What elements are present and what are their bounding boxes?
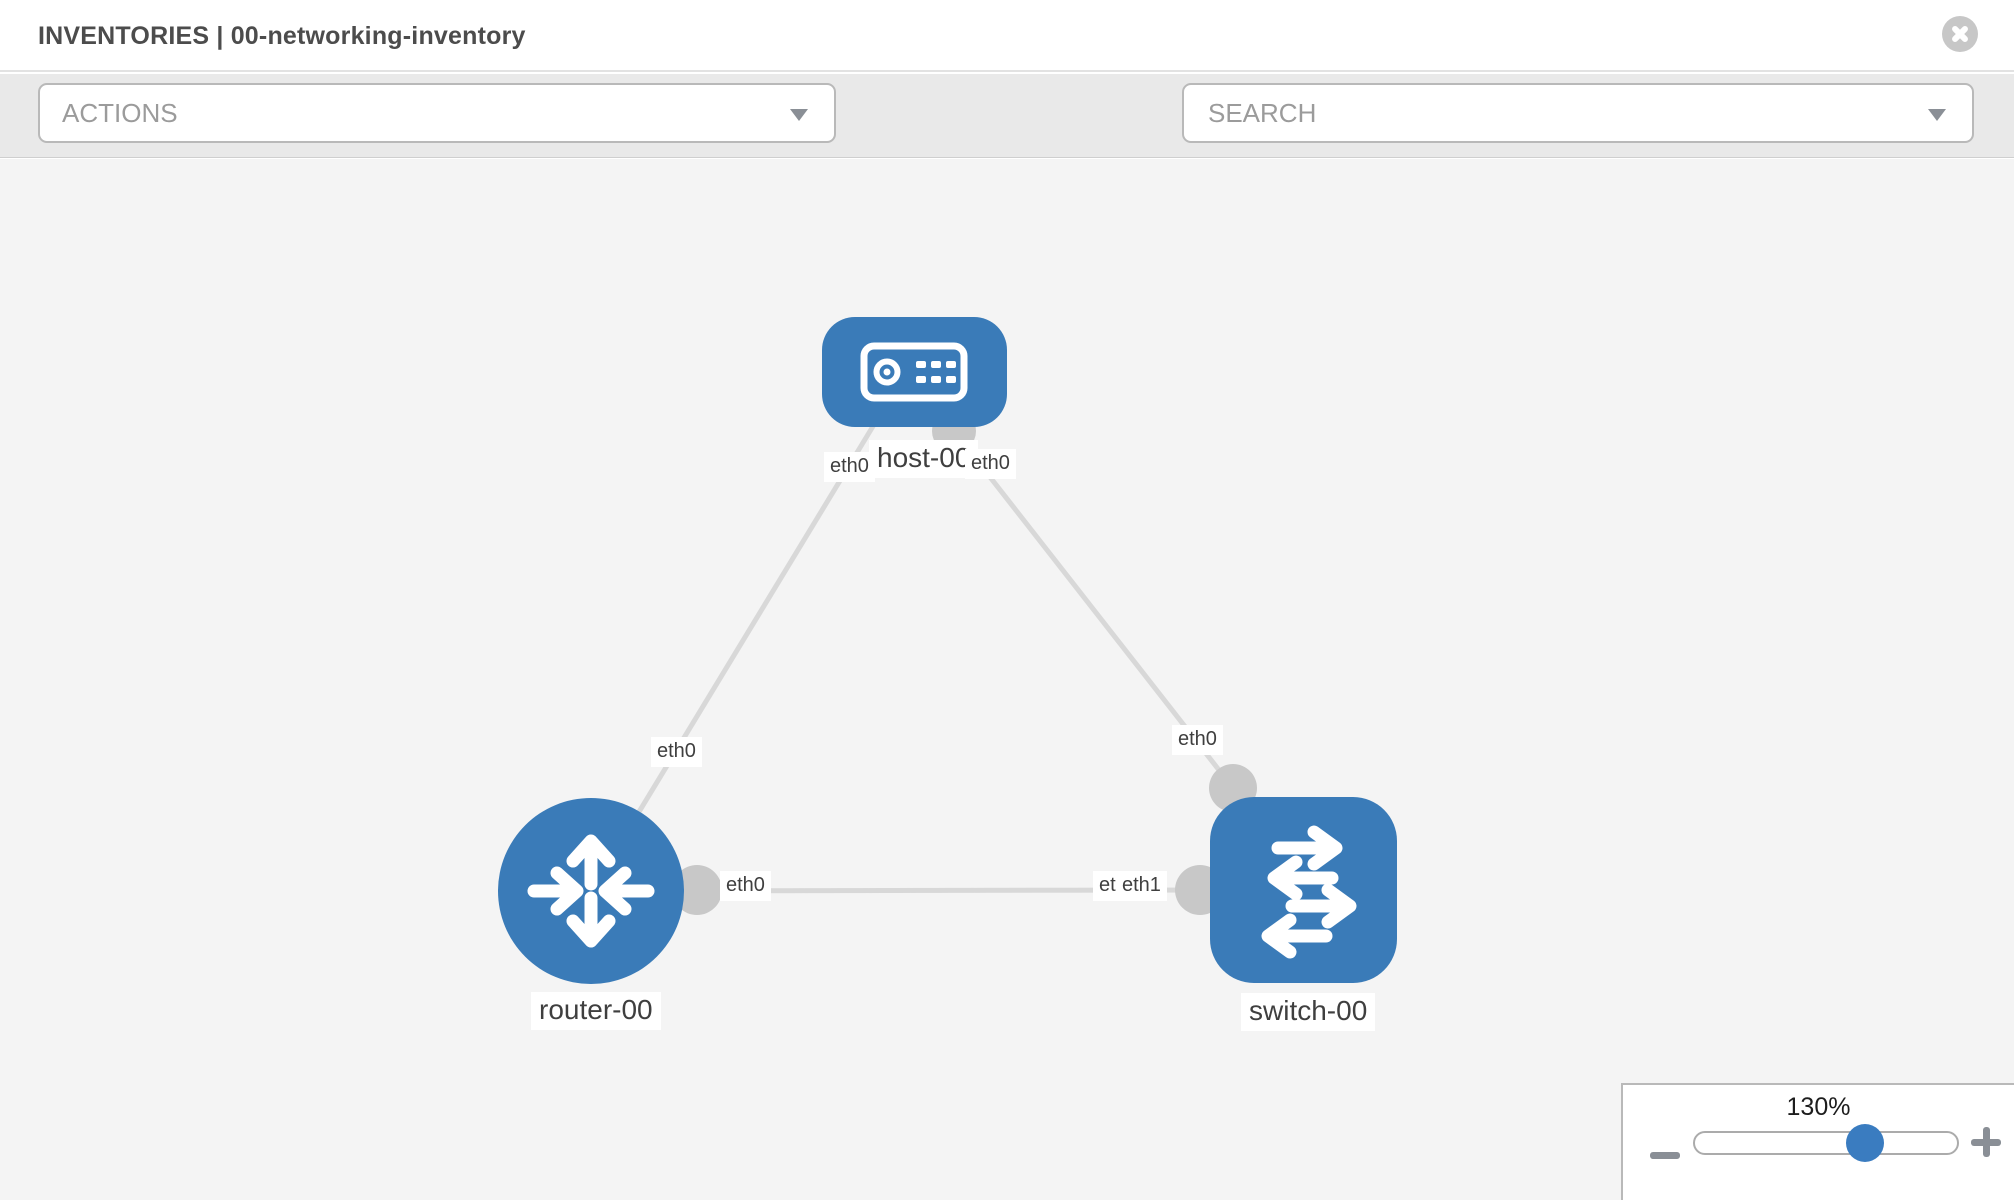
close-icon[interactable] xyxy=(1942,16,1978,52)
caret-down-icon xyxy=(1928,109,1946,121)
topology-canvas[interactable]: eth0 host-00 eth0 eth0 eth0 eth0 eth0 et… xyxy=(0,159,2014,1200)
interface-dot-router[interactable] xyxy=(672,865,722,915)
interface-label: eth1 xyxy=(1116,871,1167,901)
minus-icon[interactable] xyxy=(1649,1139,1681,1171)
header: INVENTORIES | 00-networking-inventory xyxy=(0,0,2014,72)
interface-label: eth0 xyxy=(965,449,1016,479)
zoom-control-panel: 130% xyxy=(1621,1083,2014,1200)
node-label-host: host-00 xyxy=(869,440,979,478)
caret-down-icon xyxy=(790,109,808,121)
interface-label: eth0 xyxy=(651,737,702,767)
node-router[interactable] xyxy=(498,798,684,984)
zoom-slider-track[interactable] xyxy=(1693,1131,1959,1155)
actions-dropdown-label: ACTIONS xyxy=(62,98,178,128)
switch-icon xyxy=(1261,825,1357,959)
plus-icon-bar xyxy=(1982,1127,1990,1157)
interface-label: eth0 xyxy=(1172,725,1223,755)
node-label-router: router-00 xyxy=(531,992,661,1030)
interface-label: eth0 xyxy=(824,452,875,482)
node-label-switch: switch-00 xyxy=(1241,993,1376,1031)
zoom-level-value: 130% xyxy=(1786,1093,1851,1121)
node-host[interactable] xyxy=(822,317,1007,427)
zoom-slider-knob[interactable] xyxy=(1846,1124,1884,1162)
host-icon xyxy=(860,342,968,402)
page-title: INVENTORIES | 00-networking-inventory xyxy=(38,22,526,50)
minus-icon-bar xyxy=(1650,1152,1680,1159)
search-dropdown[interactable] xyxy=(1182,83,1974,143)
actions-dropdown[interactable]: ACTIONS xyxy=(38,83,836,143)
node-switch[interactable] xyxy=(1210,797,1397,983)
plus-icon[interactable] xyxy=(1970,1126,2002,1158)
search-input[interactable] xyxy=(1206,87,1886,140)
router-icon xyxy=(527,834,655,948)
interface-label: eth0 xyxy=(720,871,771,901)
